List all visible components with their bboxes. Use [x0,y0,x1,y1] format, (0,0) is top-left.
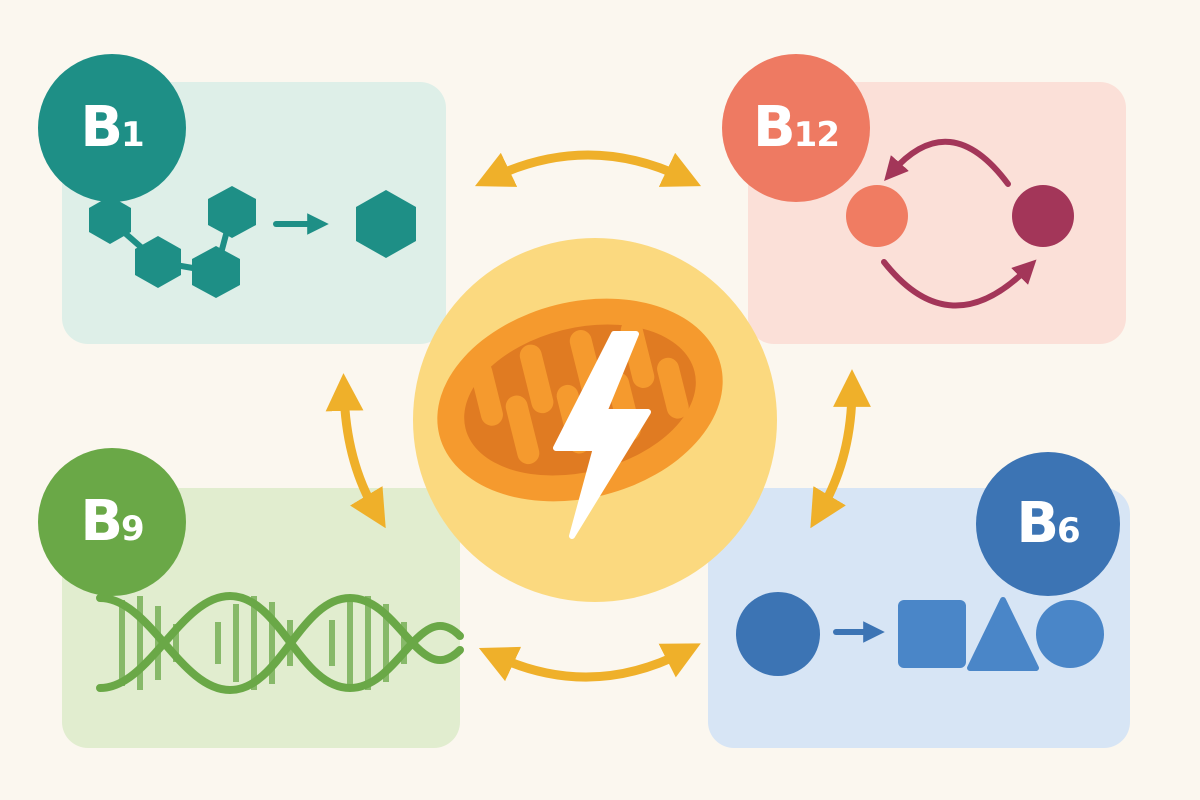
hexagon-icon [356,190,416,258]
circle-icon [736,592,820,676]
dna-helix-icon [96,591,464,695]
circle-icon [1036,600,1104,668]
b9-number: 9 [121,509,145,549]
triangle-icon [967,597,1039,671]
double-headed-arrow-icon [325,373,386,529]
b1-number: 1 [121,115,145,155]
b1-letter: B [80,95,123,160]
b6-number: 6 [1057,511,1081,551]
double-headed-arrow-icon [478,643,701,682]
cycle-icon [846,138,1074,309]
double-headed-arrow-icon [474,150,702,187]
b12-number: 12 [793,115,840,155]
double-headed-arrow-icon [810,369,871,529]
lightning-bolt-icon [553,331,651,539]
b12-letter: B [752,95,796,160]
square-icon [898,600,966,668]
b6-letter: B [1016,491,1059,556]
hexagon-chain-icon [89,186,256,298]
b9-letter: B [80,489,123,554]
